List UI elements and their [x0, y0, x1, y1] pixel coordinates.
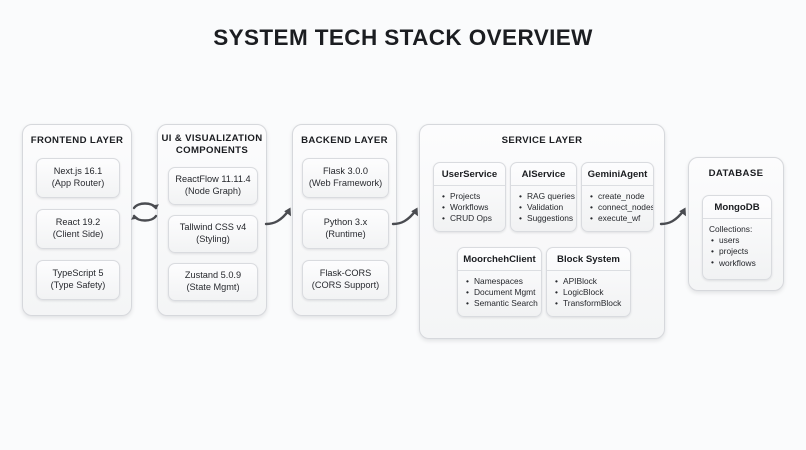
service-card-geminiagent[interactable]: GeminiAgent create_node connect_nodes ex… [581, 162, 654, 232]
list-item: CRUD Ops [442, 213, 499, 224]
layer-title-backend: BACKEND LAYER [301, 135, 388, 146]
tech-card-flask-cors[interactable]: Flask-CORS (CORS Support) [302, 260, 389, 300]
tech-card-flask[interactable]: Flask 3.0.0 (Web Framework) [302, 158, 389, 198]
service-card-header: AIService [511, 163, 576, 186]
layer-panel-database[interactable]: DATABASE MongoDB Collections: users proj… [688, 157, 784, 291]
service-card-header: Block System [547, 248, 630, 271]
tech-card-typescript[interactable]: TypeScript 5 (Type Safety) [36, 260, 120, 300]
list-item: Suggestions [519, 213, 573, 224]
list-item: APIBlock [555, 275, 624, 287]
tech-card-name: React 19.2 [55, 217, 101, 228]
tech-card-name: Flask 3.0.0 [323, 166, 368, 177]
list-item: Namespaces [466, 275, 535, 287]
tech-card-nextjs[interactable]: Next.js 16.1 (App Router) [36, 158, 120, 198]
tech-card-reactflow[interactable]: ReactFlow 11.11.4 (Node Graph) [168, 167, 258, 205]
service-card-body: RAG queries Validation Suggestions [511, 186, 576, 231]
service-item-list: Projects Workflows CRUD Ops [442, 190, 499, 225]
service-card-userservice[interactable]: UserService Projects Workflows CRUD Ops [433, 162, 506, 232]
tech-card-detail: (Runtime) [325, 229, 366, 239]
tech-card-name: ReactFlow 11.11.4 [175, 174, 251, 185]
list-item: execute_wf [590, 213, 647, 224]
service-card-header: UserService [434, 163, 505, 186]
tech-card-detail: (Styling) [196, 234, 230, 244]
service-card-body: Projects Workflows CRUD Ops [434, 186, 505, 231]
list-item: workflows [711, 257, 765, 269]
tech-card-detail: (CORS Support) [311, 280, 380, 290]
service-item-list: APIBlock LogicBlock TransformBlock [555, 275, 624, 310]
layer-title-frontend: FRONTEND LAYER [30, 135, 124, 146]
list-item: Workflows [442, 202, 499, 213]
page-title: SYSTEM TECH STACK OVERVIEW [213, 25, 593, 50]
tech-card-detail: (Type Safety) [50, 280, 106, 290]
list-item: projects [711, 246, 765, 257]
tech-card-zustand[interactable]: Zustand 5.0.9 (State Mgmt) [168, 263, 258, 301]
database-card-header: MongoDB [703, 196, 771, 219]
list-item: create_node [590, 190, 647, 202]
collections-label: Collections: [709, 224, 753, 234]
tech-card-react[interactable]: React 19.2 (Client Side) [36, 209, 120, 249]
service-card-body: Namespaces Document Mgmt Semantic Search [458, 271, 541, 316]
layer-title-ui: UI & VISUALIZATION COMPONENTS [161, 133, 263, 156]
layer-panel-frontend[interactable]: FRONTEND LAYER Next.js 16.1 (App Router)… [22, 124, 132, 316]
tech-card-detail: (Web Framework) [308, 178, 383, 188]
service-card-body: APIBlock LogicBlock TransformBlock [547, 271, 630, 316]
service-card-moorchehclient[interactable]: MoorchehClient Namespaces Document Mgmt … [457, 247, 542, 317]
list-item: Document Mgmt [466, 287, 535, 298]
tech-card-name: Flask-CORS [319, 268, 372, 279]
collection-list: users projects workflows [711, 235, 765, 269]
service-item-list: Namespaces Document Mgmt Semantic Search [466, 275, 538, 310]
layer-panel-ui[interactable]: UI & VISUALIZATION COMPONENTS ReactFlow … [157, 124, 267, 316]
layer-panel-service[interactable]: SERVICE LAYER UserService Projects Workf… [419, 124, 665, 339]
service-card-header: GeminiAgent [582, 163, 653, 186]
list-item: LogicBlock [555, 287, 624, 298]
list-item: Validation [519, 202, 570, 213]
layer-title-database: DATABASE [708, 168, 764, 179]
list-item: RAG queries [519, 190, 575, 202]
service-item-list: RAG queries Validation Suggestions [519, 190, 575, 225]
service-item-list: create_node connect_nodes execute_wf [590, 190, 653, 225]
tech-card-tailwind[interactable]: Tallwind CSS v4 (Styling) [168, 215, 258, 253]
service-card-blocksystem[interactable]: Block System APIBlock LogicBlock Transfo… [546, 247, 631, 317]
list-item: Projects [442, 190, 499, 202]
list-item: Semantic Search [466, 298, 538, 309]
tech-card-name: Zustand 5.0.9 [184, 270, 242, 281]
tech-card-detail: (Client Side) [52, 229, 104, 239]
tech-card-name: Next.js 16.1 [53, 166, 103, 177]
tech-card-detail: (Node Graph) [184, 186, 242, 196]
service-card-header: MoorchehClient [458, 248, 541, 271]
list-item: connect_nodes [590, 202, 653, 213]
tech-card-name: TypeScript 5 [52, 268, 104, 279]
list-item: TransformBlock [555, 298, 624, 309]
service-card-body: create_node connect_nodes execute_wf [582, 186, 653, 231]
tech-card-python[interactable]: Python 3.x (Runtime) [302, 209, 389, 249]
layer-panel-backend[interactable]: BACKEND LAYER Flask 3.0.0 (Web Framework… [292, 124, 397, 316]
database-card-body: Collections: users projects workflows [703, 219, 771, 275]
tech-card-name: Tallwind CSS v4 [179, 222, 247, 233]
layer-title-service: SERVICE LAYER [501, 135, 583, 146]
service-card-aiservice[interactable]: AIService RAG queries Validation Suggest… [510, 162, 577, 232]
tech-card-detail: (State Mgmt) [186, 282, 240, 292]
tech-card-detail: (App Router) [51, 178, 105, 188]
tech-card-name: Python 3.x [323, 217, 368, 228]
database-card-mongodb[interactable]: MongoDB Collections: users projects work… [702, 195, 772, 280]
list-item: users [711, 235, 765, 246]
